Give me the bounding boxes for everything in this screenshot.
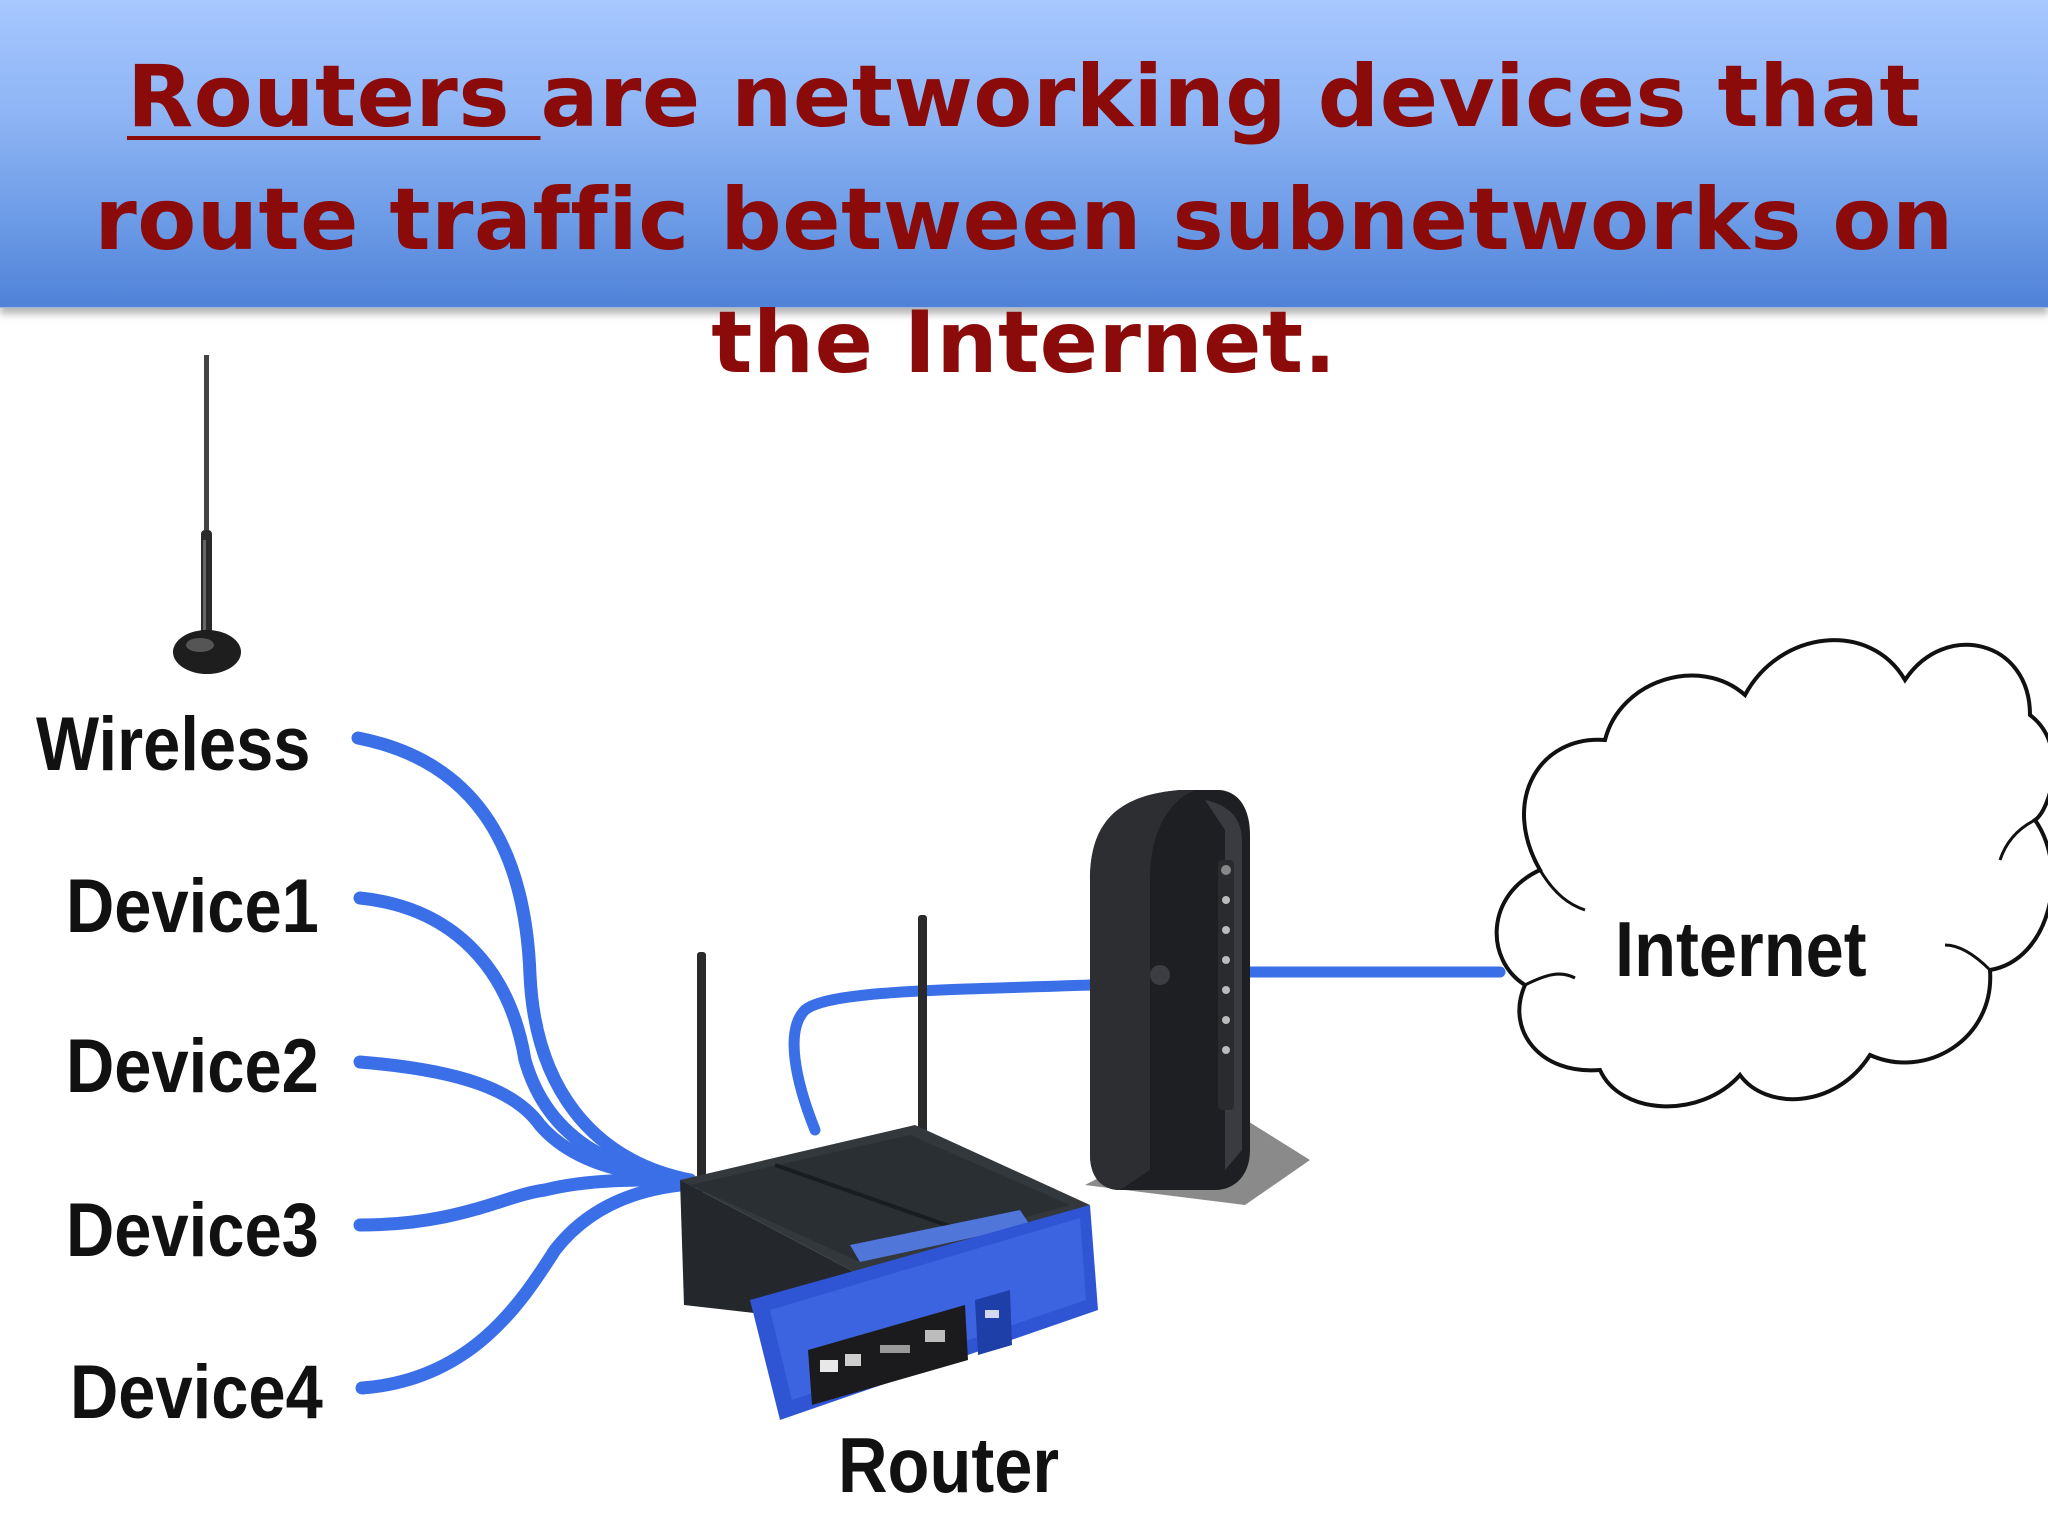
cable-device3 xyxy=(353,1173,697,1232)
cable-device1 xyxy=(353,891,697,1187)
title-banner: Routers are networking devices that rout… xyxy=(0,0,2048,393)
cloud-icon xyxy=(1494,638,2048,1109)
device-label-3: Device3 xyxy=(66,1188,319,1273)
title-rest: are networking devices that route traffi… xyxy=(94,47,1954,393)
modem-icon xyxy=(1085,790,1310,1205)
device-label-2: Device2 xyxy=(66,1024,319,1109)
device-label-wireless: Wireless xyxy=(36,702,310,787)
cable-wireless xyxy=(351,731,697,1187)
antenna-icon xyxy=(173,355,241,674)
router-label: Router xyxy=(838,1421,1059,1509)
cable-device4 xyxy=(355,1177,697,1395)
device-label-1: Device1 xyxy=(66,864,319,949)
cable-router-modem xyxy=(788,979,1096,1136)
internet-label: Internet xyxy=(1615,905,1867,993)
title-emphasis: Routers xyxy=(126,47,541,147)
slide-title: Routers are networking devices that rout… xyxy=(0,36,2048,405)
cable-device2 xyxy=(353,1055,697,1187)
router-icon xyxy=(680,915,1098,1420)
device-label-4: Device4 xyxy=(70,1350,323,1435)
